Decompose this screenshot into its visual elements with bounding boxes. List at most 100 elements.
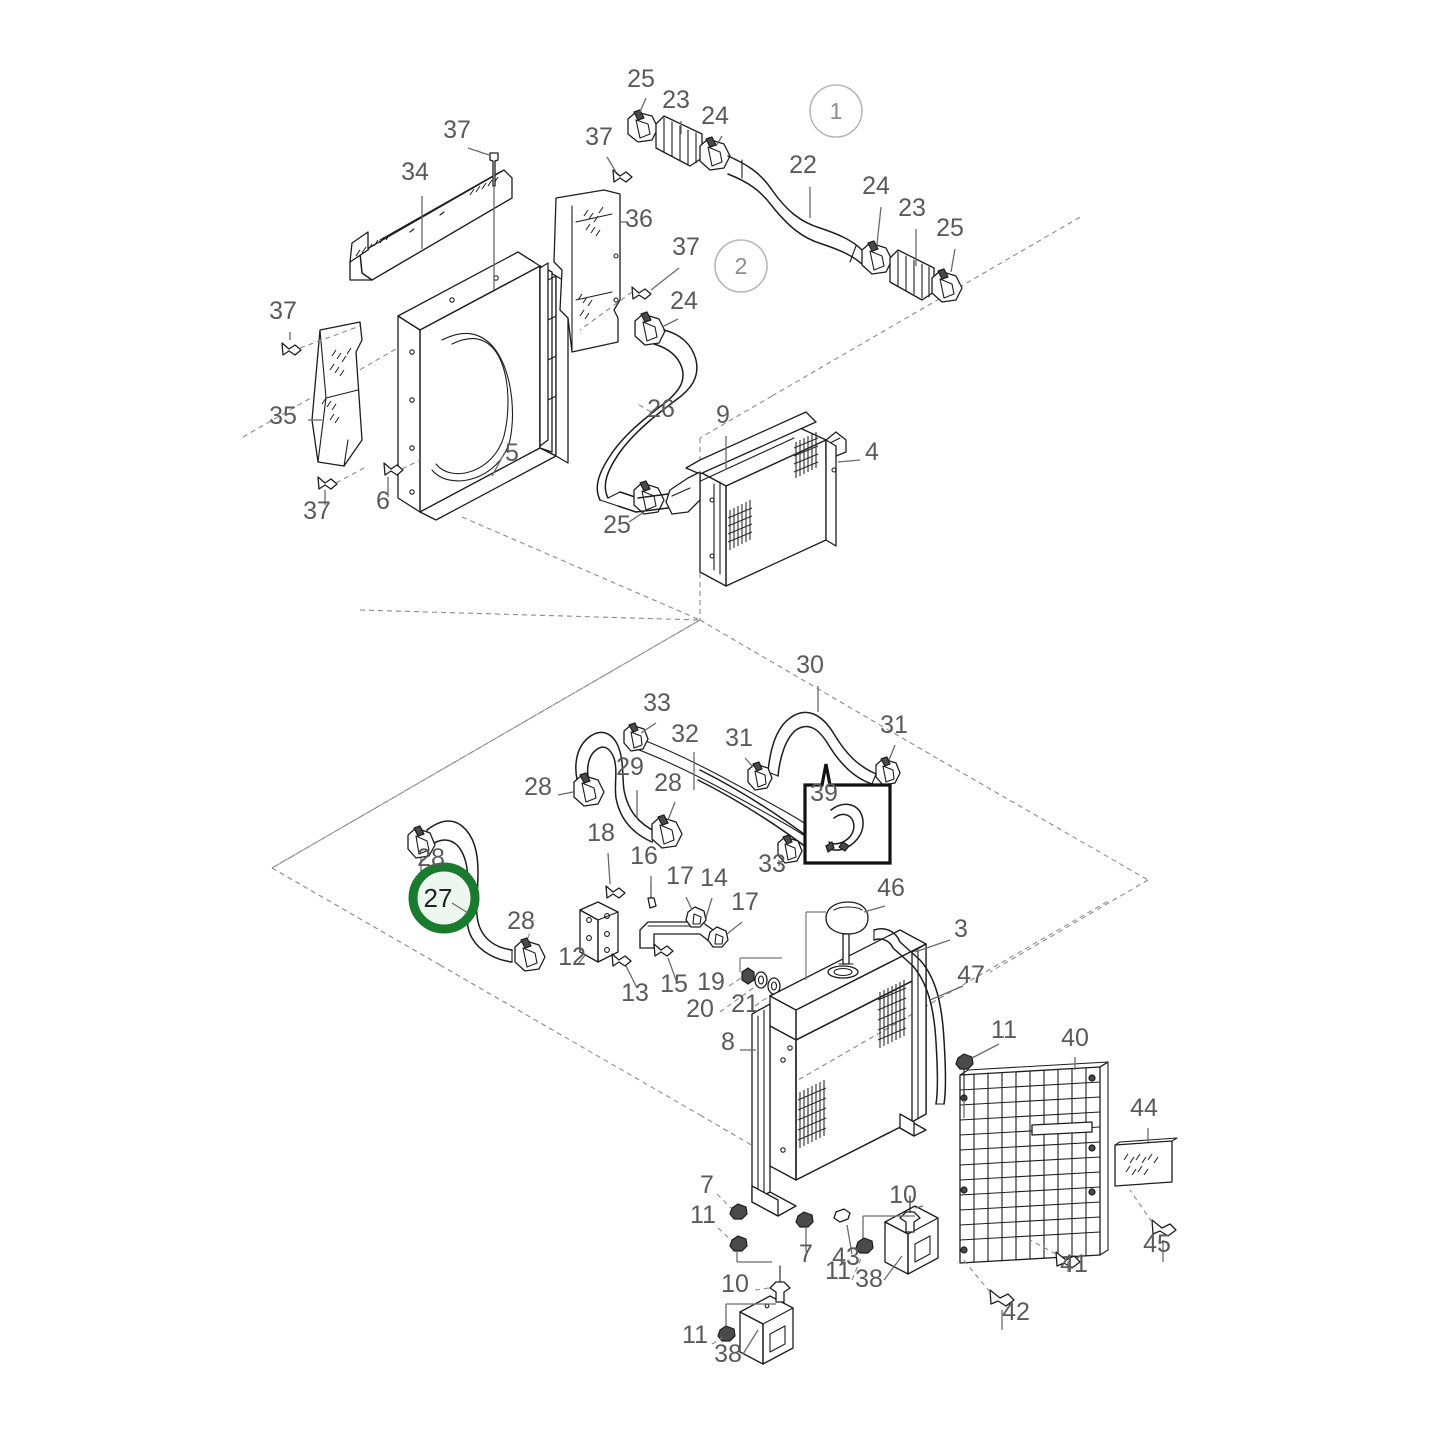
part-11-nut-d (955, 1053, 974, 1101)
part-45-screw (1151, 1219, 1177, 1237)
callout-label-5: 5 (505, 439, 519, 467)
part-12-bracket (579, 901, 619, 963)
callout-label-33: 33 (643, 689, 671, 717)
callout-leader-4 (837, 459, 861, 463)
part-7-nut-b (795, 1211, 814, 1228)
callout-label-6: 6 (376, 487, 390, 515)
part-3-radiator (751, 929, 927, 1217)
callout-leader-43 (846, 1224, 853, 1255)
part-10-bolt-a (899, 1195, 921, 1233)
callout-leader-7a (716, 1193, 732, 1209)
grille-horizontal-bars (959, 1081, 1101, 1241)
callout-label-24: 24 (701, 102, 729, 130)
callout-label-11: 11 (690, 1201, 716, 1229)
part-14-bracket-arm (639, 921, 717, 949)
callout-leader-31b (888, 744, 896, 761)
callout-label-16: 16 (630, 842, 658, 870)
part-11-nut-a (855, 1237, 874, 1254)
callout-label-28: 28 (654, 769, 682, 797)
part-46-group-bracket (805, 911, 826, 980)
callout-leader-26 (635, 402, 652, 413)
callout-label-8: 8 (721, 1028, 735, 1056)
radiator-fin-hatch (797, 980, 907, 1148)
part-40-grille (959, 1061, 1109, 1264)
callout-leader-41 (1029, 1239, 1069, 1272)
callout-leader-17a (685, 896, 693, 911)
callout-label-40: 40 (1061, 1024, 1089, 1052)
callout-label-42: 42 (1002, 1298, 1030, 1326)
callout-leader-10a (914, 1205, 924, 1209)
callout-label-10: 10 (889, 1181, 917, 1209)
callout-label-22: 22 (789, 151, 817, 179)
part-24-clamp-a (699, 136, 731, 171)
callout-label-24: 24 (862, 172, 890, 200)
callout-leader-47 (929, 985, 964, 1001)
callout-label-19: 19 (697, 968, 725, 996)
part-28-clamp-b (514, 937, 546, 972)
callout-leader-6 (387, 459, 421, 497)
callout-leader-21 (754, 993, 773, 1007)
callout-leader-13 (625, 965, 638, 989)
callout-leader-37b (606, 156, 617, 173)
part-15-bolt (653, 943, 674, 957)
group-callout-label-2: 2 (735, 253, 748, 279)
part-37-screw-b (612, 169, 633, 183)
callout-leader-19 (728, 977, 742, 987)
callout-label-12: 12 (558, 943, 586, 971)
callout-label-25: 25 (603, 511, 631, 539)
part-47-overflow-hose (873, 928, 947, 1105)
callout-leader-38a (883, 1255, 903, 1281)
part-19-washer (741, 967, 755, 985)
callout-leader-37e (324, 467, 365, 505)
callout-leader-28d (667, 801, 676, 821)
highlighted-part-label: 27 (424, 883, 453, 913)
part-13-bolt (611, 953, 632, 967)
part-37-screw-c (631, 286, 652, 300)
callout-label-37: 37 (269, 297, 297, 325)
group-callout-label-1: 1 (830, 98, 843, 124)
callout-leader-33a (640, 722, 657, 734)
callout-leader-37c (579, 267, 680, 331)
callout-label-43: 43 (832, 1243, 860, 1271)
part-20-ring (754, 971, 768, 989)
part-23-bellows-a (655, 115, 703, 167)
callout-label-17: 17 (666, 862, 694, 890)
callout-label-24: 24 (670, 287, 698, 315)
part-11-nut-c (729, 1235, 748, 1252)
part-34-upper-bracket (349, 169, 513, 281)
callout-leader-17b (726, 921, 743, 935)
grille-vertical-bars (973, 1067, 1087, 1263)
part-37-screw-a (489, 152, 499, 187)
callout-label-25: 25 (936, 214, 964, 242)
part-11-nut-b (717, 1325, 736, 1342)
callout-leader-10b (754, 1287, 770, 1291)
callout-label-15: 15 (660, 970, 688, 998)
callout-leader-3 (914, 939, 951, 953)
detail-box-39 (803, 763, 892, 865)
highlight-ring-27 (408, 862, 480, 934)
callout-label-11: 11 (991, 1016, 1017, 1044)
callout-label-30: 30 (796, 651, 824, 679)
callout-label-7: 7 (700, 1171, 714, 1199)
part-10-bolt-b (769, 1265, 791, 1303)
callout-label-23: 23 (662, 86, 690, 114)
callout-label-45: 45 (1143, 1230, 1171, 1258)
callout-leader-25c (628, 511, 645, 523)
callout-label-37: 37 (672, 233, 700, 261)
callout-leader-24b (876, 206, 882, 245)
callout-label-28: 28 (524, 773, 552, 801)
callout-leader-24a (715, 135, 723, 147)
part-28-clamp-c (573, 772, 605, 807)
part-37-screw-e (317, 476, 338, 490)
part-18-bolt (605, 885, 626, 899)
part-35-side-cover (311, 321, 363, 467)
callout-leader-5 (491, 451, 506, 477)
callout-label-32: 32 (671, 720, 699, 748)
part-28-clamp-d (651, 814, 683, 849)
callout-label-37: 37 (585, 123, 613, 151)
callout-label-28: 28 (507, 907, 535, 935)
callout-label-11: 11 (825, 1257, 851, 1285)
group-callout-circle-1 (809, 84, 863, 138)
callout-leader-18 (607, 852, 611, 885)
